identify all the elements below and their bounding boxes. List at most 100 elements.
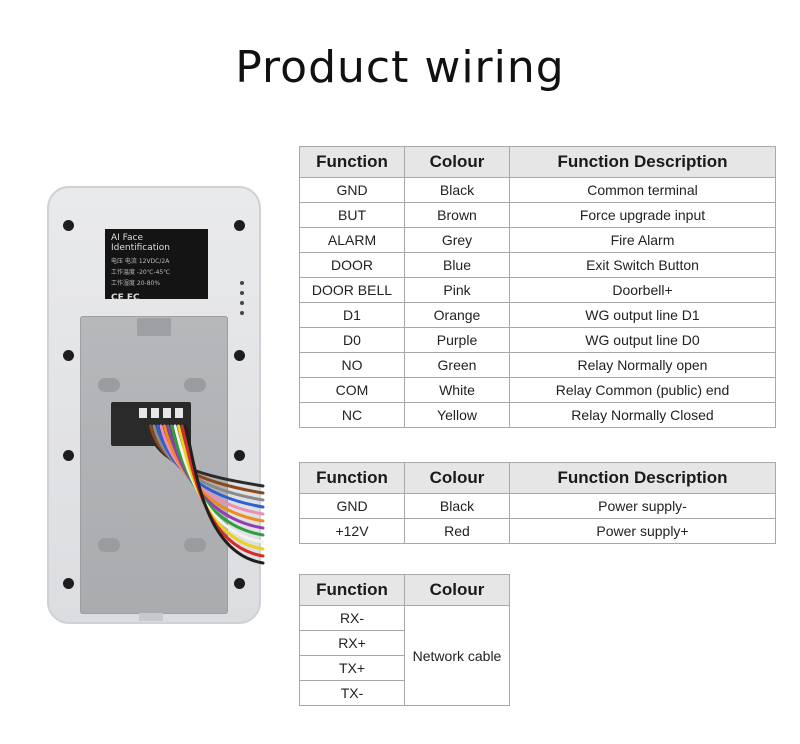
description-cell: Relay Normally open	[509, 352, 776, 378]
bottom-tab	[139, 613, 163, 621]
wire-harness	[145, 424, 265, 565]
description-cell: Relay Common (public) end	[509, 377, 776, 403]
header-colour: Colour	[404, 574, 510, 606]
header-description: Function Description	[509, 462, 776, 494]
indicator-dot	[240, 301, 244, 305]
function-cell: D0	[299, 327, 405, 353]
function-cell: NC	[299, 402, 405, 428]
description-cell: WG output line D1	[509, 302, 776, 328]
function-cell: D1	[299, 302, 405, 328]
description-cell: Power supply+	[509, 518, 776, 544]
screw-icon	[234, 220, 245, 231]
device-label-line: 工作温度 -20℃-45℃	[111, 269, 170, 276]
mounting-plate	[80, 316, 228, 614]
colour-cell: Yellow	[404, 402, 510, 428]
description-cell: Power supply-	[509, 493, 776, 519]
screw-icon	[63, 350, 74, 361]
function-cell: ALARM	[299, 227, 405, 253]
colour-cell: Red	[404, 518, 510, 544]
table-header-row: Function Colour	[299, 574, 510, 606]
colour-cell: Blue	[404, 252, 510, 278]
header-description: Function Description	[509, 146, 776, 178]
description-cell: Doorbell+	[509, 277, 776, 303]
plate-hole	[184, 538, 206, 552]
table-header-row: Function Colour Function Description	[299, 146, 776, 178]
description-cell: Common terminal	[509, 177, 776, 203]
plate-hole	[184, 378, 206, 392]
device-label-title: AI Face Identification	[111, 233, 171, 253]
function-cell: DOOR	[299, 252, 405, 278]
signal-wiring-table: Function Colour Function Description GND…	[299, 146, 776, 428]
function-cell: GND	[299, 177, 405, 203]
colour-cell: Network cable	[404, 605, 510, 706]
function-cell: TX-	[299, 680, 405, 706]
screw-icon	[63, 220, 74, 231]
plate-hole	[98, 378, 120, 392]
function-cell: TX+	[299, 655, 405, 681]
screw-icon	[234, 450, 245, 461]
colour-cell: Black	[404, 177, 510, 203]
power-wiring-table: Function Colour Function Description GND…	[299, 462, 776, 544]
certification-marks: CE FC	[111, 293, 140, 303]
description-cell: Exit Switch Button	[509, 252, 776, 278]
function-cell: DOOR BELL	[299, 277, 405, 303]
colour-cell: Orange	[404, 302, 510, 328]
indicator-dot	[240, 291, 244, 295]
colour-cell: Black	[404, 493, 510, 519]
header-colour: Colour	[404, 462, 510, 494]
function-cell: RX-	[299, 605, 405, 631]
colour-cell: Brown	[404, 202, 510, 228]
function-cell: BUT	[299, 202, 405, 228]
description-cell: Force upgrade input	[509, 202, 776, 228]
header-function: Function	[299, 574, 405, 606]
plate-hole	[98, 538, 120, 552]
table-row: RX-Network cable	[299, 605, 510, 706]
colour-cell: Purple	[404, 327, 510, 353]
plate-slot	[137, 318, 171, 336]
screw-icon	[234, 350, 245, 361]
screw-icon	[234, 578, 245, 589]
indicator-dot	[240, 281, 244, 285]
header-colour: Colour	[404, 146, 510, 178]
function-cell: +12V	[299, 518, 405, 544]
function-cell: COM	[299, 377, 405, 403]
colour-cell: White	[404, 377, 510, 403]
colour-cell: Green	[404, 352, 510, 378]
colour-cell: Pink	[404, 277, 510, 303]
device-label-line: 工作湿度 20-80%	[111, 280, 161, 287]
screw-icon	[63, 578, 74, 589]
header-function: Function	[299, 146, 405, 178]
device-label-line: 电压 电流 12VDC/2A	[111, 258, 170, 265]
function-cell: NO	[299, 352, 405, 378]
table-row: RX+	[299, 630, 510, 656]
description-cell: Fire Alarm	[509, 227, 776, 253]
header-function: Function	[299, 462, 405, 494]
wire	[184, 424, 265, 565]
indicator-dot	[240, 311, 244, 315]
device-back-image: AI Face Identification 电压 电流 12VDC/2A 工作…	[47, 186, 265, 624]
device-label-sticker: AI Face Identification 电压 电流 12VDC/2A 工作…	[105, 229, 208, 303]
table-row: TX+	[299, 655, 510, 681]
colour-cell: Grey	[404, 227, 510, 253]
page-title: Product wiring	[235, 42, 565, 93]
function-cell: RX+	[299, 630, 405, 656]
table-header-row: Function Colour Function Description	[299, 462, 776, 494]
function-cell: GND	[299, 493, 405, 519]
description-cell: Relay Normally Closed	[509, 402, 776, 428]
description-cell: WG output line D0	[509, 327, 776, 353]
screw-icon	[63, 450, 74, 461]
table-row: TX-	[299, 680, 510, 706]
